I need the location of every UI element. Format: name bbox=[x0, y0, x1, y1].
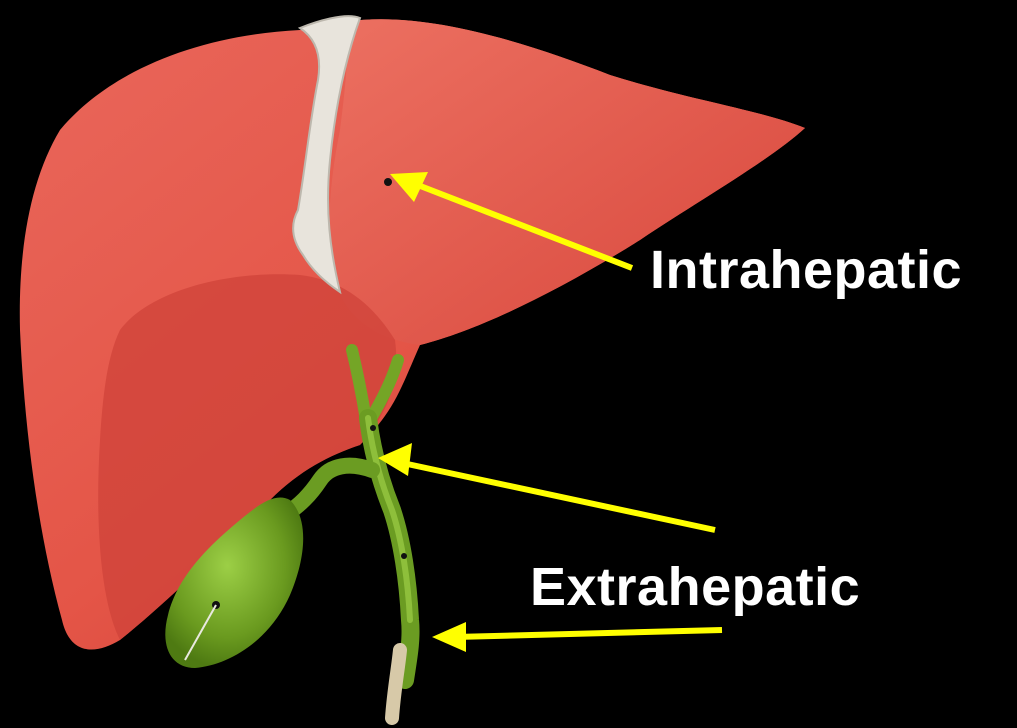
extrahepatic-label: Extrahepatic bbox=[530, 560, 860, 614]
intrahepatic-label: Intrahepatic bbox=[650, 243, 962, 297]
pointer-dot-duct bbox=[401, 553, 407, 559]
pointer-dot-intra bbox=[384, 178, 392, 186]
arrow-icon bbox=[432, 622, 722, 652]
pointer-dot-cbd bbox=[370, 425, 376, 431]
duct-tail bbox=[392, 650, 400, 718]
arrow-icon bbox=[378, 443, 715, 530]
